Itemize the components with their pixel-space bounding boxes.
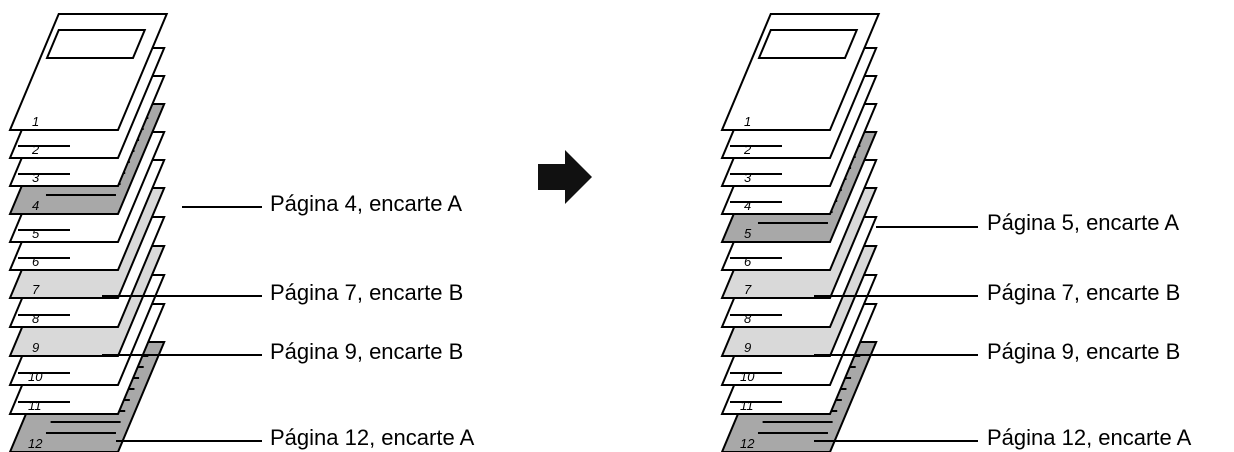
sheet-1: 1: [8, 13, 169, 131]
page-number-3: 3: [744, 170, 752, 185]
page-number-7: 7: [32, 282, 40, 297]
page-number-11: 11: [740, 398, 754, 413]
cover-title-box: [45, 29, 147, 59]
cover-page: [8, 13, 169, 131]
callout-before-3: Página 9, encarte B: [270, 339, 464, 364]
callout-before-1: Página 4, encarte A: [270, 191, 463, 216]
sheet-1: 1: [720, 13, 881, 131]
page-number-1: 1: [32, 114, 39, 129]
page-number-11: 11: [28, 398, 42, 413]
before-stack: 12 11 10 9 8 7 6 5 4 3 2 1: [8, 13, 169, 452]
page-number-12: 12: [740, 436, 755, 451]
page-number-6: 6: [32, 254, 40, 269]
page-number-10: 10: [740, 369, 755, 384]
page-number-4: 4: [744, 198, 751, 213]
right-arrow-icon: [538, 150, 592, 204]
callout-leaders: [102, 206, 978, 442]
page-number-2: 2: [743, 142, 752, 157]
callout-after-4: Página 12, encarte A: [987, 425, 1192, 450]
page-number-1: 1: [744, 114, 751, 129]
page-number-7: 7: [744, 282, 752, 297]
page-number-8: 8: [744, 311, 752, 326]
callout-before-4: Página 12, encarte A: [270, 425, 475, 450]
page-number-4: 4: [32, 198, 39, 213]
page-number-2: 2: [31, 142, 40, 157]
page-number-5: 5: [744, 226, 752, 241]
page-number-9: 9: [744, 340, 751, 355]
page-number-9: 9: [32, 340, 39, 355]
page-number-10: 10: [28, 369, 43, 384]
callout-after-1: Página 5, encarte A: [987, 210, 1180, 235]
after-stack: 12 11 10 9 8 7 6 5 4 3 2 1: [720, 13, 881, 452]
cover-page: [720, 13, 881, 131]
callout-after-3: Página 9, encarte B: [987, 339, 1181, 364]
page-number-5: 5: [32, 226, 40, 241]
callout-before-2: Página 7, encarte B: [270, 280, 464, 305]
page-number-8: 8: [32, 311, 40, 326]
cover-title-box: [757, 29, 859, 59]
page-number-3: 3: [32, 170, 40, 185]
page-number-6: 6: [744, 254, 752, 269]
callout-after-2: Página 7, encarte B: [987, 280, 1181, 305]
page-number-12: 12: [28, 436, 43, 451]
